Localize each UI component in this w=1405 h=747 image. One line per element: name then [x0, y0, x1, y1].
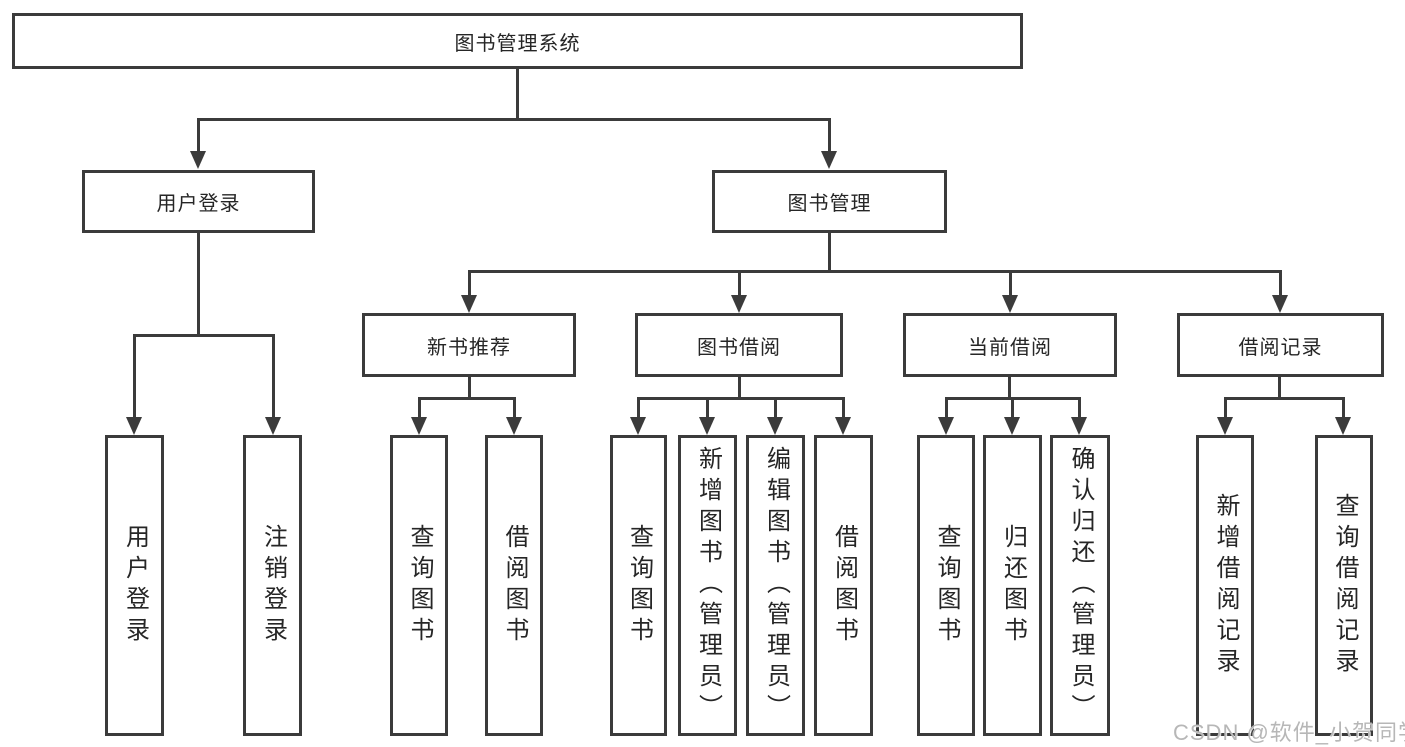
leaf-label: 用户登录 [121, 523, 149, 648]
connector-segment [945, 397, 948, 419]
node-user-login-branch: 用户登录 [82, 170, 315, 233]
connector-segment [197, 118, 831, 121]
leaf-query-books-3: 查询图书 [917, 435, 975, 736]
connector-segment [468, 270, 1282, 273]
arrowhead-down-icon [630, 417, 646, 435]
arrowhead-down-icon [190, 151, 206, 169]
arrowhead-down-icon [699, 417, 715, 435]
node-current-borrowing: 当前借阅 [903, 313, 1117, 377]
connector-segment [133, 334, 136, 418]
leaf-label: 新增借阅记录 [1212, 492, 1239, 679]
connector-segment [637, 397, 845, 400]
connector-segment [418, 397, 516, 400]
leaf-label: 借阅图书 [830, 523, 858, 648]
leaf-logout: 注销登录 [243, 435, 302, 736]
leaf-edit-books-admin: 编辑图书（管理员） [746, 435, 805, 736]
connector-segment [637, 397, 640, 419]
connector-segment [706, 397, 709, 419]
leaf-borrow-books-2: 借阅图书 [814, 435, 873, 736]
connector-segment [738, 377, 741, 399]
connector-segment [828, 233, 831, 273]
connector-segment [842, 397, 845, 419]
leaf-label: 查询借阅记录 [1331, 492, 1358, 679]
arrowhead-down-icon [1004, 417, 1020, 435]
arrowhead-down-icon [506, 417, 522, 435]
leaf-confirm-return-admin: 确认归还（管理员） [1050, 435, 1110, 736]
leaf-label: 编辑图书（管理员） [762, 446, 790, 725]
leaf-query-borrow-record: 查询借阅记录 [1315, 435, 1373, 736]
arrowhead-down-icon [821, 151, 837, 169]
connector-segment [513, 397, 516, 419]
arrowhead-down-icon [1002, 295, 1018, 313]
leaf-add-borrow-record: 新增借阅记录 [1196, 435, 1254, 736]
connector-segment [468, 270, 471, 298]
connector-segment [1224, 397, 1345, 400]
node-book-borrowing: 图书借阅 [635, 313, 843, 377]
watermark: CSDN @软件_小贺同学 [1173, 720, 1405, 745]
connector-segment [133, 334, 274, 337]
connector-segment [1011, 397, 1014, 419]
leaf-label: 注销登录 [259, 523, 287, 648]
connector-segment [272, 334, 275, 418]
leaf-add-books-admin: 新增图书（管理员） [678, 435, 737, 736]
connector-segment [738, 270, 741, 298]
leaf-return-books: 归还图书 [983, 435, 1042, 736]
leaf-label: 借阅图书 [501, 523, 528, 648]
connector-segment [197, 118, 200, 153]
arrowhead-down-icon [461, 295, 477, 313]
leaf-label: 归还图书 [999, 523, 1027, 648]
connector-segment [1009, 270, 1012, 298]
node-new-book-recommend: 新书推荐 [362, 313, 576, 377]
node-root-system: 图书管理系统 [12, 13, 1023, 69]
connector-segment [197, 233, 200, 336]
arrowhead-down-icon [411, 417, 427, 435]
connector-segment [1342, 397, 1345, 419]
connector-segment [1008, 377, 1011, 399]
connector-segment [1078, 397, 1081, 419]
leaf-borrow-books-1: 借阅图书 [485, 435, 543, 736]
connector-segment [1279, 270, 1282, 298]
connector-segment [774, 397, 777, 419]
leaf-label: 查询图书 [625, 523, 653, 648]
leaf-query-books-2: 查询图书 [610, 435, 667, 736]
leaf-user-login: 用户登录 [105, 435, 164, 736]
leaf-query-books-1: 查询图书 [390, 435, 448, 736]
node-borrowing-records: 借阅记录 [1177, 313, 1384, 377]
connector-segment [516, 69, 519, 119]
arrowhead-down-icon [835, 417, 851, 435]
leaf-label: 新增图书（管理员） [694, 446, 722, 725]
arrowhead-down-icon [1217, 417, 1233, 435]
arrowhead-down-icon [767, 417, 783, 435]
arrowhead-down-icon [265, 417, 281, 435]
arrowhead-down-icon [1272, 295, 1288, 313]
connector-segment [828, 118, 831, 153]
leaf-label: 查询图书 [406, 523, 433, 648]
arrowhead-down-icon [731, 295, 747, 313]
connector-segment [1224, 397, 1227, 419]
arrowhead-down-icon [938, 417, 954, 435]
arrowhead-down-icon [1071, 417, 1087, 435]
connector-segment [468, 377, 471, 399]
arrowhead-down-icon [126, 417, 142, 435]
connector-segment [418, 397, 421, 419]
leaf-label: 确认归还（管理员） [1067, 446, 1094, 725]
node-book-management-branch: 图书管理 [712, 170, 947, 233]
connector-segment [1278, 377, 1281, 399]
leaf-label: 查询图书 [933, 523, 960, 648]
arrowhead-down-icon [1335, 417, 1351, 435]
